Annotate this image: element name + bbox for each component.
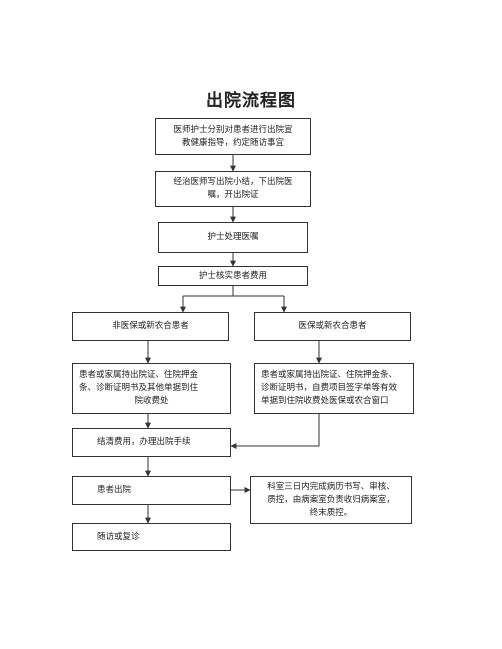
step-discharge-label: 患者出院: [97, 485, 132, 495]
step-insured-payment-line-2: 诊断证明书，自费项目签字单等有效: [261, 383, 398, 393]
step-non-insured-payment-line-3: 院收费处: [134, 396, 169, 406]
step-records-line-3: 终末质控。: [309, 507, 353, 518]
arrow-insured-payment-to-settle: [230, 414, 320, 449]
step-nurse-fees-label: 护士核实患者费用: [198, 270, 267, 281]
step-nurse-orders-label: 护士处理医嘱: [207, 232, 259, 242]
step-insured-payment: 患者或家属持出院证、住院押金条、 诊断证明书，自费项目签字单等有效 单据到住院收…: [254, 363, 414, 414]
branch-non-insured: 非医保或新农合患者: [72, 312, 229, 341]
step-non-insured-payment-line-1: 患者或家属持出院证、住院押金: [79, 370, 199, 380]
branch-insured: 医保或新农合患者: [254, 312, 411, 341]
step-guidance: 医师护士分别对患者进行出院宣 教健康指导，约定随访事宜: [155, 118, 311, 155]
step-non-insured-payment-line-2: 条、诊断证明书及其他单据到住: [79, 383, 199, 393]
step-nurse-fees: 护士核实患者费用: [158, 266, 308, 286]
step-settle: 结清费用，办理出院手续: [72, 428, 231, 457]
branch-non-insured-label: 非医保或新农合患者: [112, 321, 189, 331]
step-insured-payment-line-3: 单据到住院收费处医保或农合窗口: [261, 396, 389, 406]
branch-insured-label: 医保或新农合患者: [298, 321, 367, 331]
step-records-line-2: 质控，由病案室负责收归病案室，: [267, 494, 395, 505]
step-guidance-line-2: 教健康指导，约定随访事宜: [181, 137, 284, 148]
step-insured-payment-line-1: 患者或家属持出院证、住院押金条、: [261, 370, 398, 380]
step-records-line-1: 科室三日内完成病历书写、审核、: [267, 481, 395, 492]
step-guidance-line-1: 医师护士分别对患者进行出院宣: [173, 124, 293, 135]
step-doctor-summary-line-2: 嘱，开出院证: [207, 190, 259, 200]
step-followup-label: 随访或复诊: [97, 531, 140, 542]
step-followup: 随访或复诊: [72, 523, 231, 551]
step-doctor-summary: 经治医师写出院小结，下出院医 嘱，开出院证: [155, 171, 311, 207]
step-records: 科室三日内完成病历书写、审核、 质控，由病案室负责收归病案室， 终末质控。: [250, 476, 412, 524]
step-nurse-orders: 护士处理医嘱: [158, 222, 308, 253]
step-doctor-summary-line-1: 经治医师写出院小结，下出院医: [173, 177, 293, 187]
step-non-insured-payment: 患者或家属持出院证、住院押金 条、诊断证明书及其他单据到住 院收费处: [72, 363, 231, 414]
step-settle-label: 结清费用，办理出院手续: [97, 437, 191, 447]
page-title: 出院流程图: [206, 91, 296, 111]
step-discharge: 患者出院: [72, 476, 231, 505]
